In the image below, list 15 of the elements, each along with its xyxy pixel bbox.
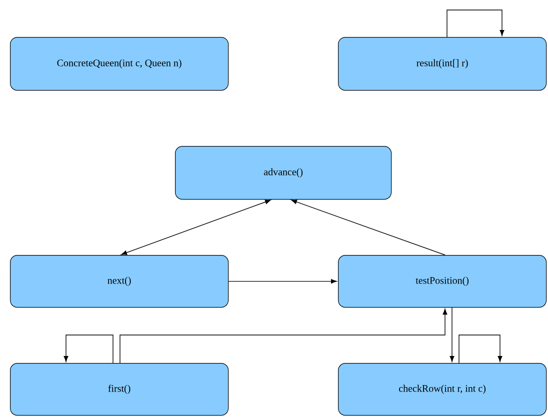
method-box: result(int[] r): [338, 37, 547, 91]
arrow: [291, 200, 446, 256]
method-box: advance(): [175, 146, 392, 200]
arrow: [450, 307, 454, 362]
method-box: first(): [10, 363, 229, 416]
arrow: [228, 279, 337, 284]
method-box: next(): [10, 255, 229, 308]
method-box: ConcreteQueen(int c, Queen n): [10, 37, 229, 91]
method-box: testPosition(): [338, 255, 547, 308]
arrow: [120, 308, 448, 364]
arrow: [64, 334, 114, 364]
arrow: [446, 10, 504, 38]
arrow: [121, 200, 271, 255]
method-box: checkRow(int r, int c): [338, 363, 547, 416]
arrow: [458, 334, 502, 364]
